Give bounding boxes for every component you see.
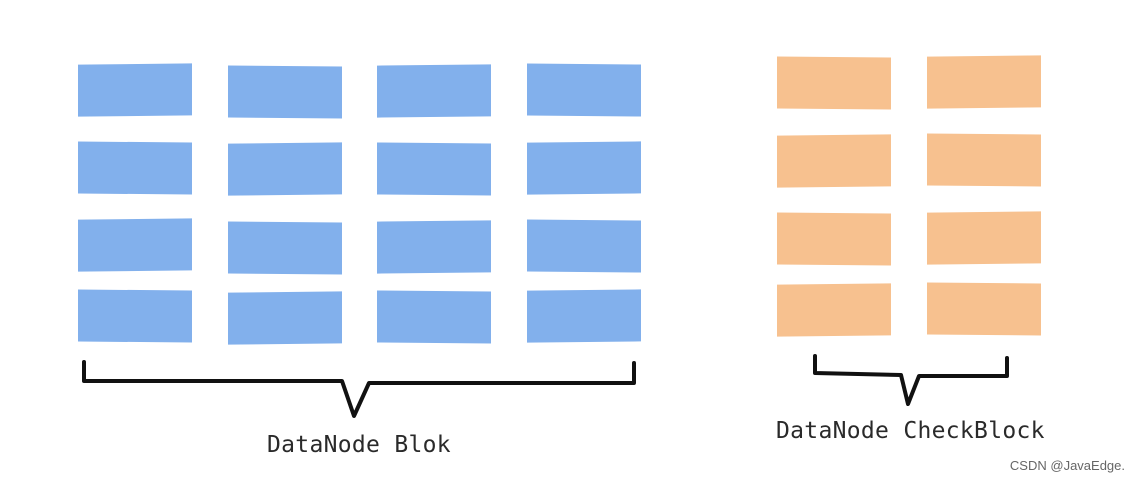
data-block-group-label: DataNode Blok (267, 432, 451, 458)
check-block-group-label: DataNode CheckBlock (776, 418, 1045, 444)
source-watermark: CSDN @JavaEdge. (1009, 458, 1125, 473)
